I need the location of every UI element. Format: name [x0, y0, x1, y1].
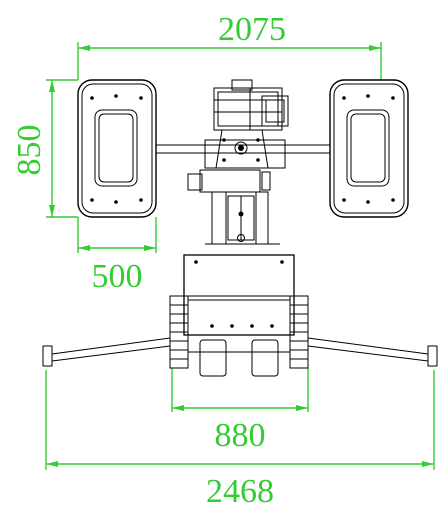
right-rear-outrigger	[307, 337, 438, 367]
dim-track-width: 880	[215, 417, 266, 454]
dim-pad-height: 850	[11, 125, 48, 176]
dimension-lines	[45, 42, 435, 470]
mid-section	[187, 169, 280, 245]
dim-overall-width-bottom: 2468	[206, 473, 274, 508]
dimension-arrows	[46, 45, 434, 467]
pad-crossbar	[156, 144, 330, 154]
dim-pad-width: 500	[92, 258, 143, 295]
upper-machinery	[204, 79, 289, 169]
dim-overall-width-top: 2075	[218, 11, 286, 48]
lower-feet	[188, 339, 290, 377]
right-outrigger-pad	[329, 79, 409, 218]
dimension-labels: 2075 850 500 880 2468	[11, 11, 286, 508]
left-outrigger-pad	[77, 79, 157, 218]
chassis-body	[183, 254, 295, 336]
left-rear-outrigger	[42, 337, 171, 367]
left-track	[169, 295, 189, 369]
right-track	[289, 295, 309, 369]
machine-drawing	[42, 79, 438, 377]
